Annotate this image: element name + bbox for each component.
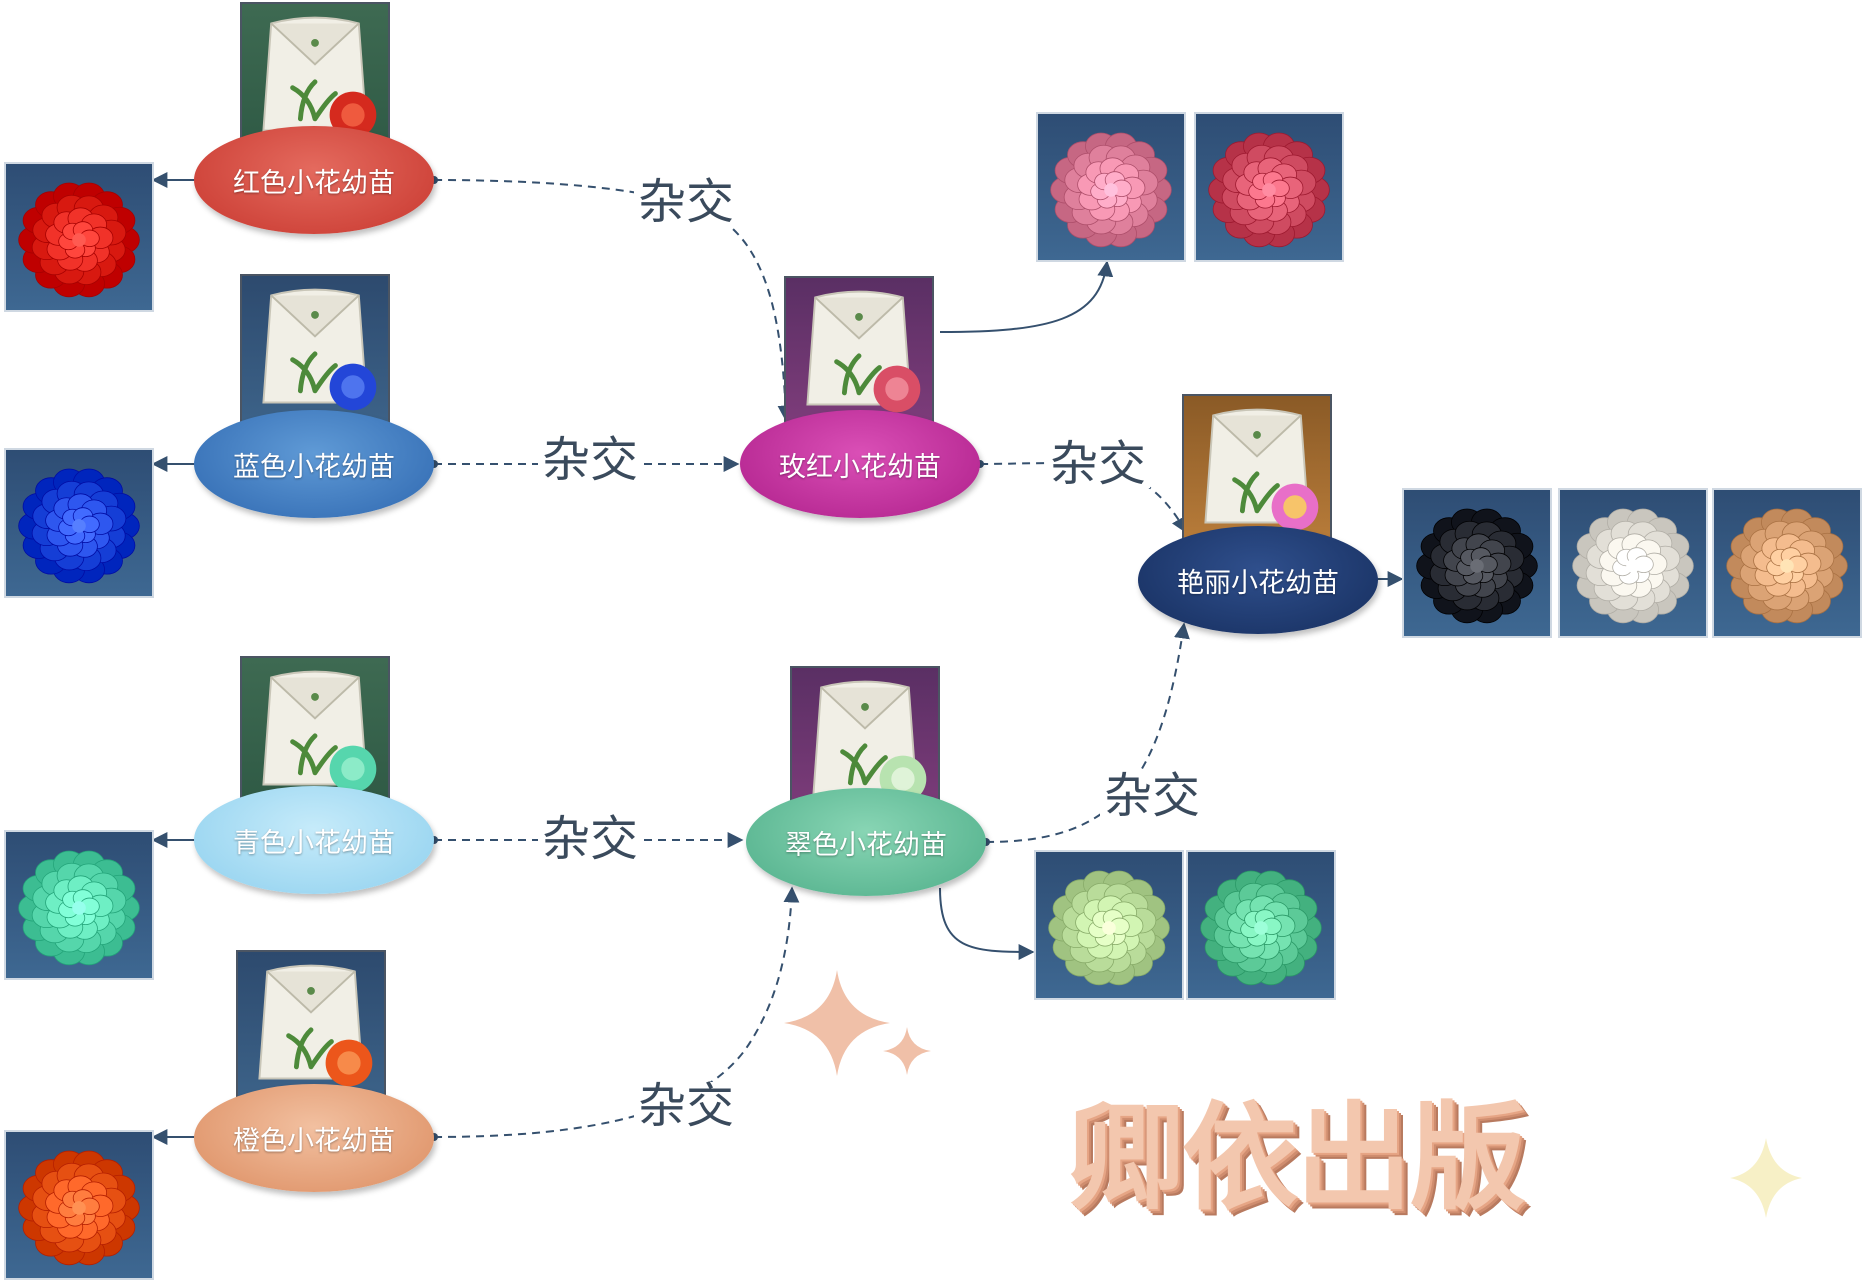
seedling-orange-node: 橙色小花幼苗 <box>194 1084 434 1192</box>
sparkle-icon <box>784 970 890 1076</box>
edge-label-hybrid: 杂交 <box>1046 440 1151 488</box>
seed-pack-icon <box>240 656 390 806</box>
flower-icon <box>4 162 154 312</box>
edge-label-hybrid: 杂交 <box>538 815 643 863</box>
watermark-text: 卿依出版 <box>1068 1091 1526 1226</box>
seed-pack-icon <box>240 274 390 424</box>
seedling-cyan-node: 青色小花幼苗 <box>194 786 434 894</box>
edge-jade-to-gorgeous <box>985 622 1190 843</box>
edge-label-hybrid: 杂交 <box>1100 772 1205 820</box>
sparkle-icon <box>883 1027 931 1075</box>
flower-icon <box>1034 850 1184 1000</box>
flower-icon <box>1712 488 1862 638</box>
sparkle-icon <box>1730 1138 1802 1218</box>
seedling-red-node: 红色小花幼苗 <box>194 126 434 234</box>
edge-label-hybrid: 杂交 <box>634 1082 739 1130</box>
edge-orange-to-jade <box>433 886 800 1138</box>
flower-icon <box>4 830 154 980</box>
seed-pack-icon <box>240 2 390 152</box>
seed-pack-icon <box>1182 394 1332 544</box>
flower-icon <box>4 1130 154 1280</box>
flower-icon <box>1402 488 1552 638</box>
seedling-rose-node: 玫红小花幼苗 <box>740 410 980 518</box>
flower-icon <box>1186 850 1336 1000</box>
seedling-blue-node: 蓝色小花幼苗 <box>194 410 434 518</box>
flower-icon <box>4 448 154 598</box>
edge-label-hybrid: 杂交 <box>634 178 739 226</box>
seed-pack-icon <box>784 276 934 426</box>
flower-icon <box>1558 488 1708 638</box>
flower-icon <box>1036 112 1186 262</box>
edge-rose-to-gorgeous <box>979 462 1187 534</box>
seed-pack-icon <box>236 950 386 1100</box>
edge-jade-to-flowers <box>939 887 1035 960</box>
flower-icon <box>1194 112 1344 262</box>
edge-label-hybrid: 杂交 <box>538 436 643 484</box>
edge-rose-to-flowers <box>939 260 1114 333</box>
seedling-jade-node: 翠色小花幼苗 <box>746 788 986 896</box>
seedling-gorgeous-node: 艳丽小花幼苗 <box>1138 526 1378 634</box>
